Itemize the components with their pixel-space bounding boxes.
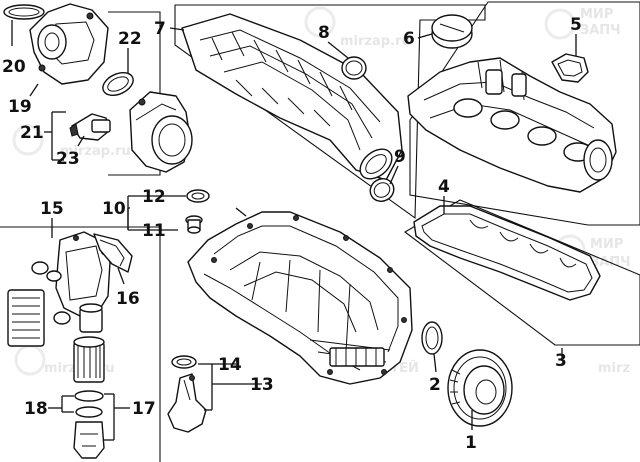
valve-cover [407,57,617,193]
callout-23: 23 [56,149,80,169]
watermark-logo [304,6,336,38]
callout-18: 18 [24,399,48,419]
intake-manifold-box [174,4,486,220]
callout-20: 20 [2,57,26,77]
callout-6: 6 [403,29,415,49]
watermark-text: mirzap.ru [340,34,411,49]
watermark-text: mirzap.ru [60,144,131,159]
seal-5 [551,53,589,83]
dipstick-seal-14 [171,355,197,369]
callout-labels: 1 2 3 4 5 6 7 8 9 10 11 12 13 14 15 16 1… [2,15,582,453]
callout-10: 10 [102,199,126,219]
callout-1: 1 [465,433,477,453]
oil-filter-element [73,336,105,383]
callout-14: 14 [218,355,242,375]
callout-7: 7 [154,19,166,39]
callout-3: 3 [555,351,567,371]
callout-22: 22 [118,29,142,49]
oil-filler-cap [431,14,473,49]
egr-valve [129,91,193,173]
watermark-text: МИР [580,7,613,22]
callout-9: 9 [394,147,406,167]
small-seals [31,261,71,325]
oil-filter-cap [79,303,103,333]
callout-8: 8 [318,23,330,43]
callout-21: 21 [20,123,44,143]
callout-13: 13 [250,375,274,395]
oil-level-sensor-13 [167,373,207,433]
filter-o-rings-18 [74,390,104,418]
oil-cooler [7,289,45,347]
callout-11: 11 [142,221,166,241]
callout-19: 19 [8,97,32,117]
seal-ring-2 [421,321,443,355]
watermark-text: МИР [590,237,623,252]
watermark-text: mirz [598,361,630,376]
callout-16: 16 [116,289,140,309]
valve-cover-gasket [413,205,601,301]
callout-5: 5 [570,15,582,35]
drain-plug-11 [185,215,203,234]
sealing-ring-9 [369,178,395,202]
callout-2: 2 [429,375,441,395]
crankshaft-pulley [447,349,513,427]
sealing-ring-22 [102,71,134,97]
drain-seal-12 [186,189,210,203]
watermark-text: ЗАПЧ [580,23,621,38]
oil-pan [187,211,413,385]
watermark-logo [12,124,44,156]
sealing-ring-8 [341,56,367,80]
watermark-logo [544,8,576,40]
valve-cover-box [409,1,640,226]
thermostat-seal-ring [3,4,45,20]
leader-lines [11,20,577,441]
callout-17: 17 [132,399,156,419]
watermark-logo [14,344,46,376]
filter-cover [73,421,105,459]
oil-filter-box [0,226,161,462]
temperature-sensor [69,113,111,141]
housing-gasket-16 [93,233,133,273]
callout-12: 12 [142,187,166,207]
callout-15: 15 [40,199,64,219]
callout-4: 4 [438,177,450,197]
thermostat-housing [29,3,109,85]
